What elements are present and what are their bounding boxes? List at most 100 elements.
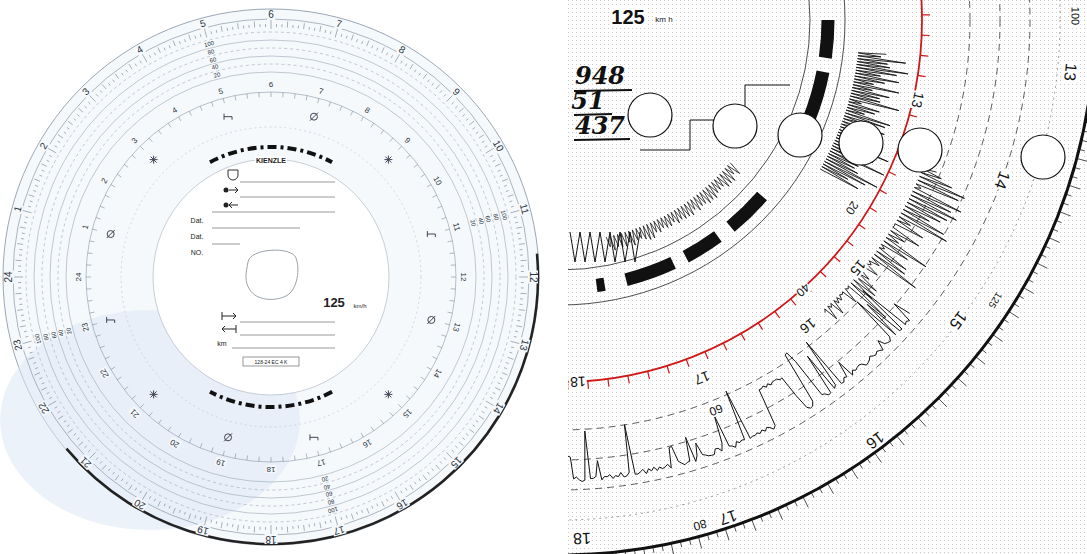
callout-circle xyxy=(628,93,672,137)
speed-value: 40 xyxy=(57,328,65,338)
hour-number: 6 xyxy=(267,10,275,20)
hour-number: 11 xyxy=(518,202,531,217)
hour-number: 21 xyxy=(129,406,142,419)
chart-disc xyxy=(0,9,539,545)
entry-line xyxy=(240,335,335,336)
hour-number: 18 xyxy=(264,534,277,544)
speed-ring xyxy=(568,0,1030,490)
field-label: Dat. xyxy=(190,217,205,224)
speed-ring xyxy=(66,72,476,482)
hour-number: 21 xyxy=(78,454,94,470)
rest-symbol xyxy=(107,231,114,238)
speed-value: 40 xyxy=(793,280,812,299)
unit-label: km h xyxy=(654,16,673,24)
speed-value: 20 xyxy=(212,71,222,79)
speed-value: 60 xyxy=(484,214,492,224)
speed-value: 125 xyxy=(986,289,1005,310)
hour-number: 9 xyxy=(402,136,412,146)
arrow-symbol xyxy=(229,187,238,193)
hour-number: 1 xyxy=(12,204,24,214)
speed-value: 100 xyxy=(1069,6,1080,26)
bed-symbol xyxy=(224,114,232,120)
speed-ring xyxy=(34,40,508,514)
hour-number: 16 xyxy=(797,315,819,337)
bed-symbol xyxy=(310,434,318,440)
speed-value: 60 xyxy=(324,490,334,498)
speed-rating: 125 xyxy=(322,296,346,309)
hour-number: 10 xyxy=(490,138,505,154)
hour-number: 22 xyxy=(36,400,51,416)
handwritten-number: 437 xyxy=(574,114,626,138)
speed-rating: 125 xyxy=(610,7,645,27)
chart-code: 128-24 EC 4 K xyxy=(254,360,289,365)
hour-number: 7 xyxy=(334,18,344,30)
hour-number: 3 xyxy=(130,136,140,146)
hour-number: 8 xyxy=(362,106,372,116)
callout-circle xyxy=(839,121,883,165)
speed-value: 100 xyxy=(499,208,508,221)
cup-symbol xyxy=(228,170,238,180)
hour-number: 10 xyxy=(431,174,443,187)
speed-value: 20 xyxy=(65,326,73,336)
hour-number: 24 xyxy=(75,272,83,283)
time-ticks xyxy=(568,0,930,390)
hour-number: 20 xyxy=(132,496,148,511)
odometer-symbol xyxy=(222,312,236,320)
hour-number: 17 xyxy=(691,368,713,387)
entry-line xyxy=(240,322,335,323)
hour-number: 23 xyxy=(11,337,24,352)
outer-band xyxy=(568,0,1087,554)
rest-symbol xyxy=(225,434,232,441)
speed-value: 80 xyxy=(691,517,709,533)
hour-number: 22 xyxy=(99,366,111,379)
speed-ring xyxy=(42,48,500,506)
hour-number: 8 xyxy=(396,44,408,56)
rest-symbol xyxy=(427,316,435,324)
hour-number: 14 xyxy=(490,400,505,416)
speed-value: 80 xyxy=(326,498,336,506)
speed-trace xyxy=(568,290,910,481)
callout-circle xyxy=(898,128,942,172)
bed-symbol xyxy=(427,231,435,237)
minute-ticks xyxy=(13,19,529,535)
hour-number: 7 xyxy=(317,87,325,96)
hour-number: 4 xyxy=(134,44,146,56)
speed-ring xyxy=(568,0,970,430)
rest-symbol xyxy=(428,316,435,323)
arrow-symbol xyxy=(224,203,229,208)
speed-value: 60 xyxy=(50,330,58,340)
speed-value: 60 xyxy=(707,402,726,419)
arrow-symbol xyxy=(224,188,229,193)
hour-number: 11 xyxy=(451,221,461,233)
quarter-ticks xyxy=(86,92,456,462)
hour-number: 5 xyxy=(198,18,208,30)
hour-number: 16 xyxy=(360,437,373,449)
arrow-symbol xyxy=(229,202,238,208)
entry-line xyxy=(240,197,335,198)
ring xyxy=(568,0,845,305)
speed-value: 80 xyxy=(42,332,50,342)
callout-circle xyxy=(1021,135,1065,179)
hour-number: 5 xyxy=(217,87,225,96)
dot-grid xyxy=(568,0,1087,554)
entry-line xyxy=(212,212,335,213)
ring xyxy=(568,0,810,270)
hour-number: 15 xyxy=(448,454,464,470)
entry-line xyxy=(232,348,335,349)
hour-number: 13 xyxy=(1061,61,1079,82)
hour-number: 16 xyxy=(394,496,410,511)
ring xyxy=(86,92,456,462)
hour-number: 6 xyxy=(268,81,274,89)
hour-number: 14 xyxy=(991,168,1013,192)
hour-number: 3 xyxy=(80,86,92,98)
odometer-symbol xyxy=(222,325,236,333)
ring xyxy=(568,0,1060,520)
hour-number: 18 xyxy=(266,465,277,473)
hour-number: 14 xyxy=(431,366,443,379)
speed-ring xyxy=(568,0,1000,460)
hour-number: 13 xyxy=(909,90,926,110)
hour-number: 16 xyxy=(862,428,887,453)
callout-circle xyxy=(778,113,822,157)
